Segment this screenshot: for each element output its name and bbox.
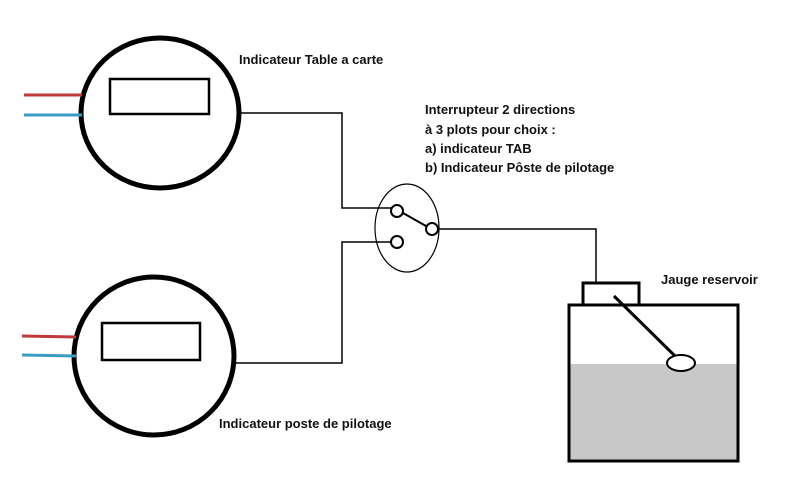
wire-top-to-switch [238,112,395,209]
switch-label-line2: à 3 plots pour choix : [425,122,556,137]
tank-body [567,303,740,463]
switch-label-line3: a) indicateur TAB [425,141,532,156]
wire-switch-to-tank [438,228,597,282]
tank [567,281,740,463]
tank-fluid [569,364,738,461]
indicator-bottom-blue-wire [21,353,77,358]
indicator-bottom-red-wire [21,334,77,339]
indicator-top-label: Indicateur Table a carte [239,52,383,67]
switch-terminal-common [425,222,439,236]
indicator-bottom [71,274,237,438]
tank-float [666,354,696,372]
indicator-bottom-label: Indicateur poste de pilotage [219,416,392,431]
indicator-top [78,35,242,191]
switch-label-line1: Interrupteur 2 directions [425,102,575,117]
tank-float-arm [612,294,679,360]
switch-lever [402,212,427,227]
switch-terminal-b [390,235,404,249]
tank-sender-cap [581,281,641,307]
indicator-bottom-body [71,274,237,438]
indicator-bottom-display [100,321,202,362]
switch [374,183,440,273]
indicator-top-display [108,77,211,116]
switch-label-line4: b) Indicateur Pôste de pilotage [425,160,614,175]
wire-bottom-to-switch [232,241,395,364]
tank-label: Jauge reservoir [661,272,758,287]
switch-terminal-a [390,204,404,218]
switch-housing [374,183,440,273]
